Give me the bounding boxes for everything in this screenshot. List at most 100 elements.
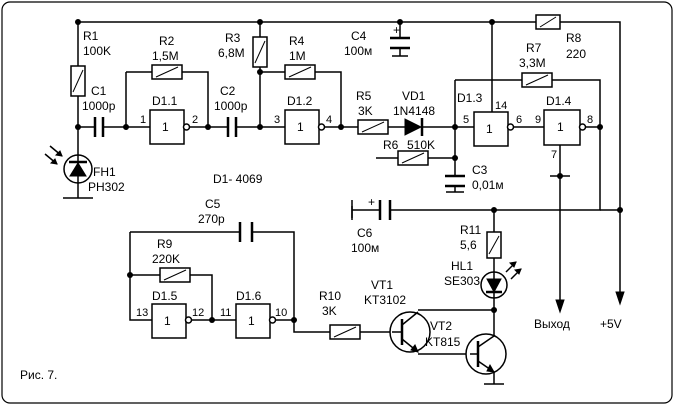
gate-d1-3-ref: D1.3	[457, 91, 483, 105]
photodiode-fh1: FH1 PH302	[44, 145, 125, 194]
vt2-ref: VT2	[430, 319, 452, 333]
r2-value: 1,5M	[152, 49, 179, 63]
c3-value: 0,01м	[472, 178, 504, 192]
resistor-r5: R5 3K	[356, 89, 389, 135]
vt1-value: KT3102	[364, 293, 406, 307]
r7-ref: R7	[526, 41, 542, 55]
resistor-r1: R1 100K	[70, 29, 111, 97]
r9-value: 220K	[152, 252, 180, 266]
led-hl1: HL1 SE303	[444, 259, 522, 299]
resistor-r9: R9 220K	[152, 237, 191, 283]
r5-ref: R5	[356, 89, 372, 103]
gate-d1-2-symbol: 1	[297, 120, 304, 134]
gate-d1-2-pin-in: 3	[274, 114, 280, 126]
transistor-vt1: VT1 KT3102	[364, 278, 431, 353]
junction-dots	[75, 19, 623, 323]
gate-d1-4-pin-in: 9	[535, 114, 541, 126]
r6-value: 510K	[407, 138, 435, 152]
r10-ref: R10	[319, 289, 341, 303]
terminal-output: Выход	[534, 299, 570, 331]
gate-d1-2-pin-out: 4	[326, 114, 332, 126]
vt2-value: KT815	[425, 335, 461, 349]
r3-ref: R3	[225, 31, 241, 45]
gate-d1-5-pin-out: 12	[192, 307, 204, 319]
resistor-r10: R10 3K	[319, 289, 361, 340]
vd1-ref: VD1	[402, 89, 426, 103]
vd1-value: 1N4148	[393, 104, 435, 118]
gate-d1-6: 1 D1.6 11 10	[220, 289, 287, 339]
capacitor-c1: C1 1000p	[82, 84, 116, 137]
transistor-vt2: VT2 KT815	[425, 310, 507, 375]
resistor-r8: R8 220	[535, 14, 586, 61]
gate-d1-5: 1 D1.5 13 12	[136, 289, 204, 339]
capacitor-c6: + C6 100м	[351, 195, 392, 255]
r10-value: 3K	[322, 304, 337, 318]
r3-value: 6,8M	[218, 46, 245, 60]
gate-d1-4: 1 D1.4 9 8 7	[535, 94, 593, 161]
resistor-r7: R7 3,3M	[519, 41, 553, 88]
r11-value: 5,6	[460, 238, 477, 252]
hl1-value: SE303	[444, 274, 480, 288]
resistor-r11: R11 5,6	[460, 223, 502, 259]
resistor-r2: R2 1,5M	[151, 34, 183, 80]
capacitor-c3: C3 0,01м	[445, 163, 504, 193]
terminal-supply: +5V	[600, 291, 625, 331]
c6-polarity: +	[368, 195, 375, 209]
gate-d1-4-ref: D1.4	[546, 94, 572, 108]
gate-d1-6-pin-in: 11	[220, 307, 231, 319]
c6-value: 100м	[351, 241, 379, 255]
r2-ref: R2	[159, 34, 175, 48]
r11-ref: R11	[460, 223, 481, 237]
resistor-r3: R3 6,8M	[218, 31, 268, 68]
c5-ref: C5	[205, 197, 221, 211]
resistor-r6: R6 510K	[383, 138, 435, 166]
c6-ref: C6	[357, 226, 373, 240]
gate-d1-3-pin-in: 5	[463, 114, 469, 126]
capacitor-c5: C5 270p	[198, 197, 254, 242]
fh1-ref: FH1	[93, 165, 116, 179]
gate-d1-4-pin-out: 8	[587, 114, 593, 126]
gate-d1-6-pin-out: 10	[275, 307, 287, 319]
c4-value: 100м	[344, 44, 372, 58]
c4-ref: C4	[351, 29, 367, 43]
diode-vd1: VD1 1N4148	[393, 89, 435, 136]
chip-note: D1- 4069	[213, 172, 263, 186]
gate-d1-1: 1 D1.1 1 2	[140, 94, 198, 145]
c3-ref: C3	[472, 163, 488, 177]
resistor-r4: R4 1M	[284, 34, 316, 80]
terminal-output-label: Выход	[534, 317, 570, 331]
c4-polarity: +	[393, 23, 400, 37]
r5-value: 3K	[358, 104, 373, 118]
r7-value: 3,3M	[519, 56, 546, 70]
r9-ref: R9	[157, 237, 173, 251]
capacitor-c2: C2 1000p	[214, 84, 248, 137]
gate-d1-1-pin-out: 2	[192, 114, 198, 126]
gate-d1-3-pin-supply: 14	[495, 100, 507, 112]
r8-ref: R8	[566, 31, 582, 45]
c2-value: 1000p	[214, 99, 248, 113]
gate-d1-1-ref: D1.1	[152, 94, 178, 108]
terminal-supply-label: +5V	[600, 317, 622, 331]
gate-d1-1-pin-in: 1	[140, 114, 146, 126]
gate-d1-4-pin-ground: 7	[551, 149, 557, 161]
gate-d1-2-ref: D1.2	[287, 94, 313, 108]
r4-ref: R4	[289, 34, 305, 48]
gate-d1-2: 1 D1.2 3 4	[274, 94, 332, 145]
hl1-ref: HL1	[451, 259, 473, 273]
c1-value: 1000p	[82, 99, 116, 113]
fh1-value: PH302	[88, 180, 125, 194]
gate-d1-5-pin-in: 13	[136, 307, 148, 319]
gate-d1-5-ref: D1.5	[152, 289, 178, 303]
gate-d1-5-symbol: 1	[164, 314, 171, 328]
figure-caption: Рис. 7.	[20, 368, 57, 382]
capacitor-c4: + C4 100м	[344, 23, 410, 58]
gate-d1-3-symbol: 1	[486, 122, 493, 136]
r1-value: 100K	[83, 44, 111, 58]
vt1-ref: VT1	[371, 278, 393, 292]
gate-d1-3-pin-out: 6	[516, 114, 522, 126]
gate-d1-1-symbol: 1	[162, 120, 169, 134]
c1-ref: C1	[91, 84, 107, 98]
r4-value: 1M	[289, 49, 306, 63]
